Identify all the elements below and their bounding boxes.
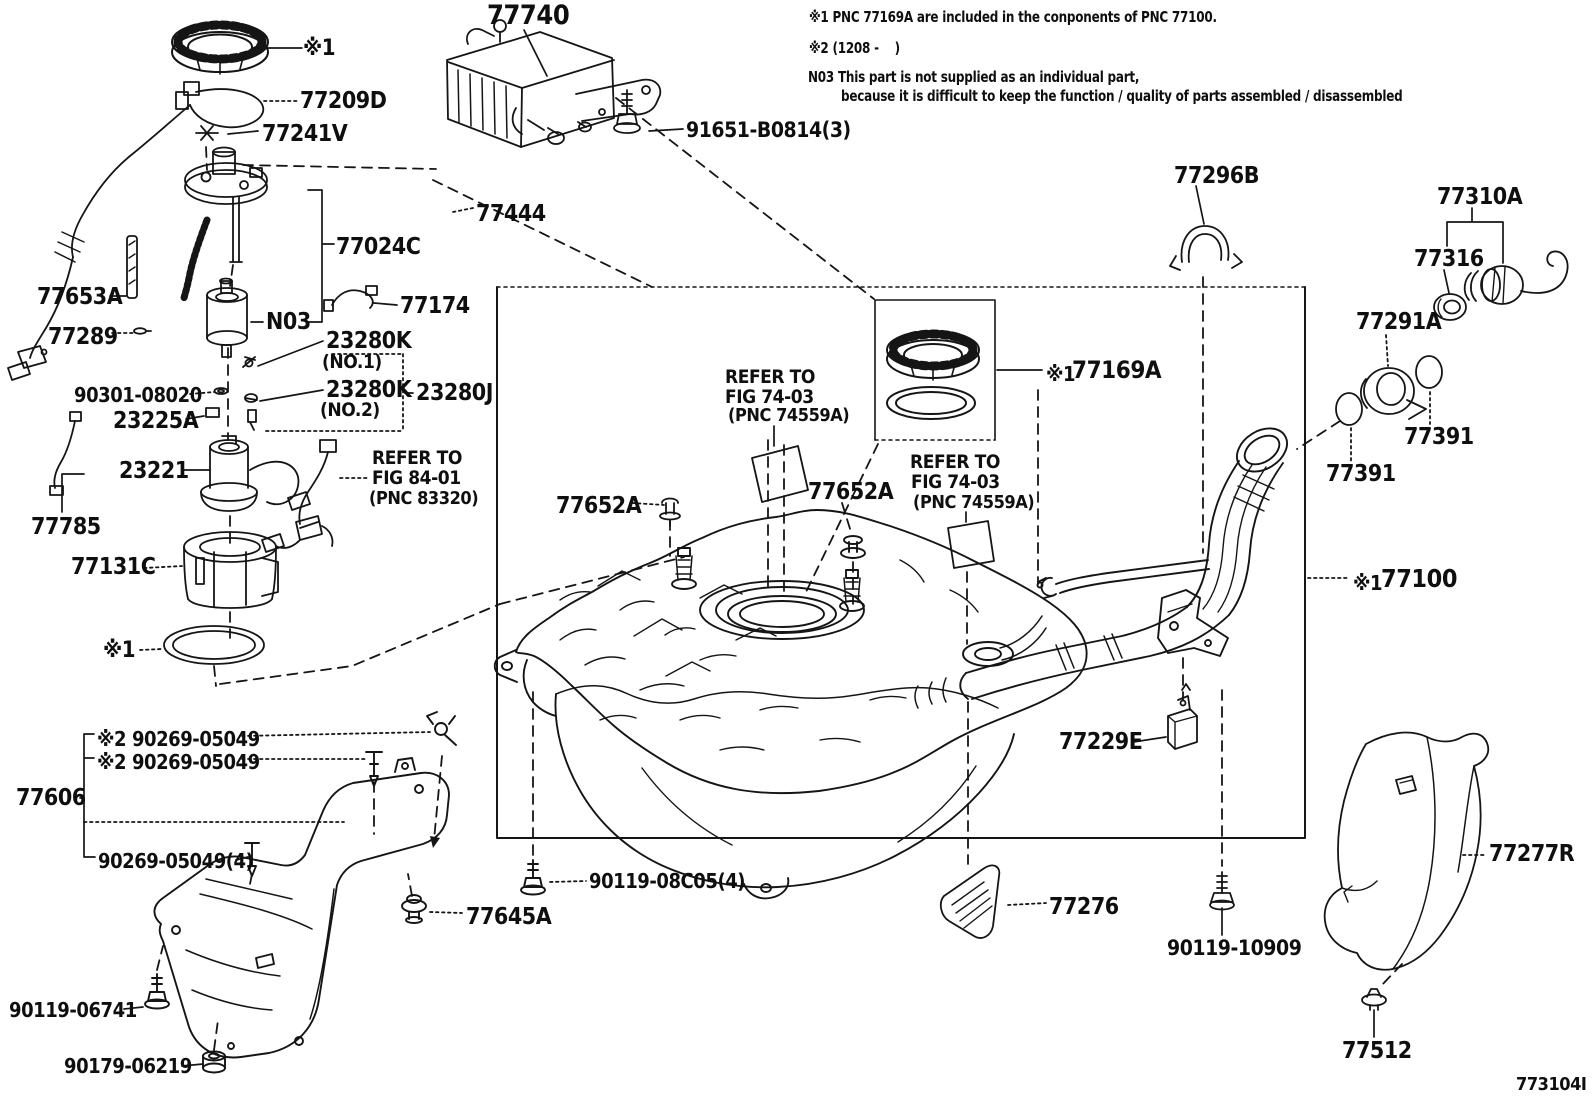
leader-lines (61, 29, 1504, 1067)
ref-fig8401-1: REFER TO (372, 447, 462, 469)
part-77606: 77606 (16, 785, 86, 811)
lock-ring-icon (171, 20, 269, 75)
dotted-leaders (83, 100, 1488, 914)
part-90179-06219: 90179-06219 (64, 1054, 192, 1078)
fuel-tank (493, 509, 1088, 900)
part-N03: N03 (266, 309, 311, 335)
fuel-pump-assembly (7, 81, 378, 665)
part-90119-08C05-4: 90119-08C05(4) (589, 869, 746, 893)
marker-star1-gasket: ※1 (103, 638, 136, 663)
ref-fig7403b-3: (PNC 74559A) (913, 492, 1035, 513)
filler-cap-parts (1169, 225, 1569, 426)
part-77291A: 77291A (1356, 309, 1442, 335)
part-90269-05049-b: ※2 90269-05049 (97, 750, 260, 774)
construction-dashes (156, 97, 1403, 1051)
diagram-code: 773104I (1516, 1074, 1587, 1095)
part-77174: 77174 (400, 293, 470, 319)
part-77310A: 77310A (1437, 184, 1523, 210)
note-n03-line2: because it is difficult to keep the func… (841, 87, 1403, 105)
ref-fig7403a-1: REFER TO (725, 366, 815, 388)
part-90269-05049-a: ※2 90269-05049 (97, 727, 260, 751)
ref-fig8401-2: FIG 84-01 (372, 467, 461, 489)
part-77652A-1: 77652A (556, 493, 642, 519)
part-77100: 77100 (1381, 564, 1458, 593)
part-77296B: 77296B (1174, 163, 1260, 189)
part-90119-06741: 90119-06741 (9, 998, 137, 1022)
part-77740: 77740 (487, 0, 570, 31)
ref-fig7403a-3: (PNC 74559A) (728, 405, 850, 426)
part-90269-05049-4: 90269-05049(4) (98, 849, 254, 873)
part-90301-08020: 90301-08020 (74, 383, 202, 407)
part-23280K-1-no: (NO.1) (322, 351, 382, 373)
note-star2: ※2 (1208 - ) (809, 39, 900, 57)
part-77169A: 77169A (1072, 356, 1162, 384)
part-77229E: 77229E (1059, 729, 1143, 755)
tank-protector-plate (144, 711, 546, 1074)
part-77241V: 77241V (262, 121, 348, 147)
marker-star1-lockring: ※1 (303, 36, 336, 61)
part-77512: 77512 (1342, 1038, 1412, 1064)
part-77209D: 77209D (300, 88, 387, 114)
ref-fig7403a-2: FIG 74-03 (725, 386, 814, 408)
part-23221: 23221 (119, 458, 189, 484)
part-91651-B0814: 91651-B0814(3) (686, 118, 851, 142)
part-23280K-1: 23280K (326, 328, 412, 354)
part-77652A-2: 77652A (808, 479, 894, 505)
right-bottom-parts (939, 683, 1490, 1011)
part-77024C: 77024C (336, 234, 421, 260)
lock-ring-and-gasket (886, 329, 980, 420)
part-77391-1: 77391 (1404, 424, 1474, 450)
marker-star1-77100: ※1 (1353, 571, 1383, 595)
tank-assembly-box (496, 286, 1306, 839)
part-77391-2: 77391 (1326, 461, 1396, 487)
part-23280J: 23280J (416, 380, 494, 406)
part-77444: 77444 (476, 201, 546, 227)
part-77653A: 77653A (37, 284, 123, 310)
part-77316: 77316 (1414, 246, 1484, 272)
ref-fig7403b-2: FIG 74-03 (911, 471, 1000, 493)
part-77645A: 77645A (466, 904, 552, 930)
part-23280K-2-no: (NO.2) (320, 399, 380, 421)
marker-star1-77169A: ※1 (1046, 362, 1076, 386)
fuel-filler-pipe (914, 427, 1288, 709)
note-star1: ※1 PNC 77169A are included in the conpon… (809, 8, 1217, 26)
arrow-head (430, 836, 440, 848)
part-77289: 77289 (48, 324, 118, 350)
ref-fig8401-3: (PNC 83320) (369, 488, 479, 509)
part-77277R: 77277R (1489, 841, 1575, 867)
part-77276: 77276 (1049, 894, 1119, 920)
part-77131C: 77131C (71, 554, 156, 580)
note-n03-line1: N03 This part is not supplied as an indi… (808, 68, 1140, 86)
part-23225A: 23225A (113, 408, 199, 434)
part-90119-10909: 90119-10909 (1167, 936, 1302, 960)
charcoal-canister (446, 19, 662, 148)
part-23280K-2: 23280K (326, 377, 412, 403)
ref-fig7403b-1: REFER TO (910, 451, 1000, 473)
part-77785: 77785 (31, 514, 101, 540)
